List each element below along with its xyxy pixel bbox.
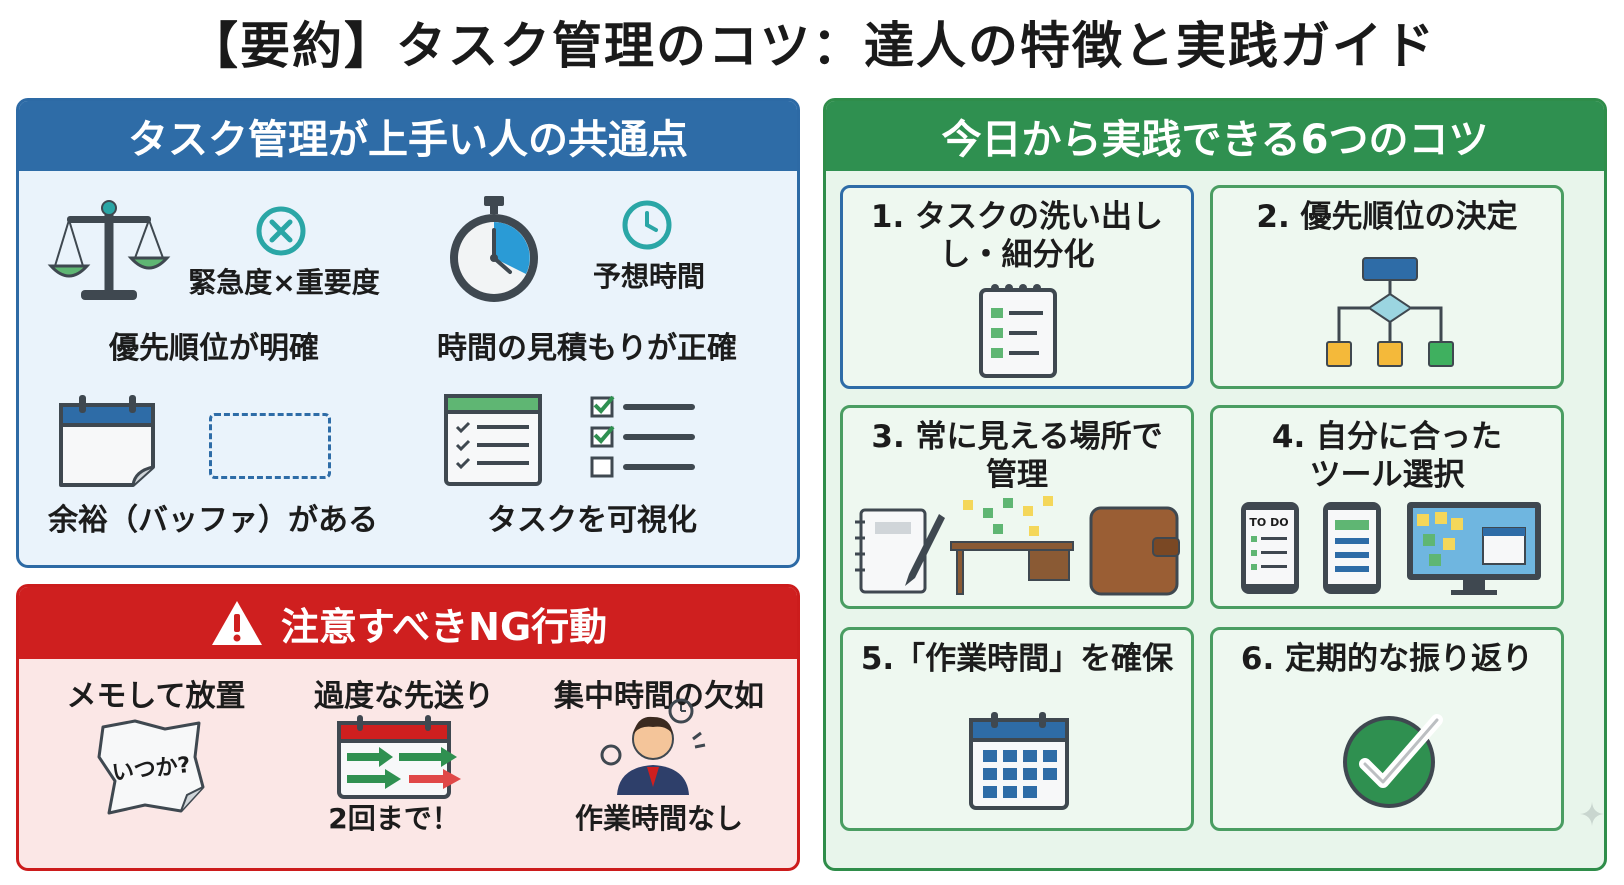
tip-title-2: 2. 優先順位の決定 <box>1256 199 1518 235</box>
clipboard-list-icon <box>979 284 1057 378</box>
tip-card-2[interactable]: 2. 優先順位の決定 <box>1210 185 1564 389</box>
ng-caption-postpone: 2回まで！ <box>328 802 460 835</box>
tip-title-6: 6. 定期的な振り返り <box>1240 641 1534 677</box>
tip-card-6[interactable]: 6. 定期的な振り返り <box>1210 627 1564 831</box>
balance-scale-icon <box>47 200 171 300</box>
stopwatch-icon <box>450 196 538 302</box>
tip-card-1[interactable]: 1. タスクの洗い出しし・細分化 <box>840 185 1194 389</box>
close-circle-icon <box>256 206 306 256</box>
todo-label: TO DO <box>1249 516 1289 529</box>
tip-title-5: 5.「作業時間」を確保 <box>860 641 1174 677</box>
feature-caption-buffer: 余裕（バッファ）がある <box>48 503 378 538</box>
flowchart-icon <box>1326 257 1454 367</box>
clock-icon <box>622 200 672 250</box>
features-panel: タスク管理が上手い人の共通点 緊急度×重要度 優先順位が明確 予想時間 時間の見 <box>16 98 800 568</box>
tips-header: 今日から実践できる6つのコツ <box>826 101 1604 171</box>
tip-title-4: 4. 自分に合ったツール選択 <box>1271 419 1503 493</box>
warning-icon <box>211 601 262 645</box>
ng-title-focus: 集中時間の欠如 <box>554 679 764 714</box>
ng-title-postpone: 過度な先送り <box>314 679 494 714</box>
postpone-calendar-icon <box>337 715 461 799</box>
sparkle-icon <box>1580 802 1604 826</box>
crumpled-note-icon <box>97 719 205 815</box>
feature-caption-visualize: タスクを可視化 <box>487 503 697 538</box>
page-title: 【要約】タスク管理のコツ：達人の特徴と実践ガイド <box>188 17 1436 75</box>
tip-title-1: 1. タスクの洗い出しし・細分化 <box>870 199 1164 273</box>
feature-caption-estimate: 時間の見積もりが正確 <box>437 331 737 366</box>
tip-card-3[interactable]: 3. 常に見える場所で管理 <box>840 405 1194 609</box>
tip-card-5[interactable]: 5.「作業時間」を確保 <box>840 627 1194 831</box>
feature-sub-urgency: 緊急度×重要度 <box>188 266 380 299</box>
devices-icon <box>1241 502 1541 595</box>
feature-sub-estimate: 予想時間 <box>592 260 705 293</box>
buffer-dashed-box <box>209 413 331 479</box>
checklist-icon <box>444 394 542 486</box>
feature-caption-priority: 優先順位が明確 <box>109 331 319 366</box>
ng-header: 注意すべきNG行動 <box>19 587 797 659</box>
tip-title-3: 3. 常に見える場所で管理 <box>871 419 1163 493</box>
check-circle-icon <box>1343 714 1443 808</box>
calendar-icon <box>59 395 155 487</box>
ng-panel: 注意すべきNG行動 メモして放置 過度な先送り 集中時間の欠如 いつか? 2回ま… <box>16 584 800 871</box>
stressed-person-icon <box>600 698 706 795</box>
calendar-grid-icon <box>969 712 1069 810</box>
notebook-desk-wallet-icon <box>855 496 1180 596</box>
tip-card-4[interactable]: 4. 自分に合ったツール選択 TO DO <box>1210 405 1564 609</box>
ng-title-memo: メモして放置 <box>66 679 246 714</box>
features-header: タスク管理が上手い人の共通点 <box>19 101 797 171</box>
ng-header-label: 注意すべきNG行動 <box>280 604 608 649</box>
todo-list-icon <box>590 395 695 478</box>
ng-caption-focus: 作業時間なし <box>574 802 743 835</box>
tips-panel: 今日から実践できる6つのコツ 1. タスクの洗い出しし・細分化 2. 優先順位の… <box>823 98 1607 871</box>
